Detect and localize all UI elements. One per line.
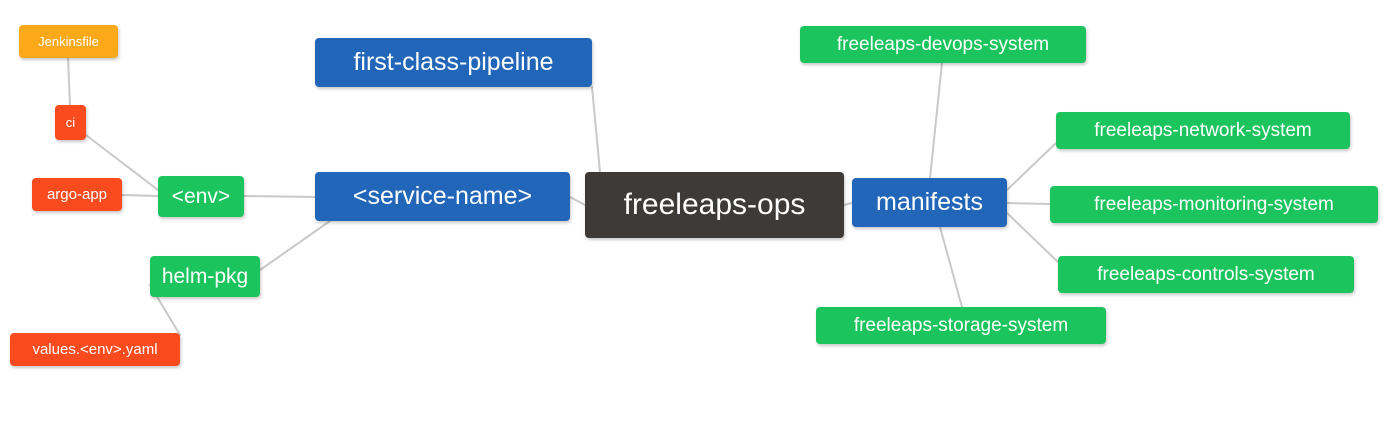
mindmap-node-svcname[interactable]: <service-name>	[315, 172, 570, 221]
mindmap-node-ci[interactable]: ci	[55, 105, 86, 140]
mindmap-node-argoapp[interactable]: argo-app	[32, 178, 122, 211]
mindmap-edge-ci-jenkins	[67, 57, 71, 106]
mindmap-node-label-fcp: first-class-pipeline	[353, 48, 554, 76]
mindmap-node-jenkins[interactable]: Jenkinsfile	[19, 25, 118, 58]
mindmap-node-label-svcname: <service-name>	[352, 182, 533, 210]
mindmap-node-label-root: freeleaps-ops	[623, 188, 806, 221]
mindmap-edge-manifests-storage	[939, 226, 963, 308]
mindmap-edge-root-svcname	[569, 196, 586, 206]
mindmap-edge-env-argoapp	[121, 194, 159, 197]
mindmap-node-monitoring[interactable]: freeleaps-monitoring-system	[1050, 186, 1378, 223]
mindmap-node-label-env: <env>	[171, 185, 231, 208]
mindmap-node-label-manifests: manifests	[876, 188, 983, 216]
mindmap-node-label-jenkins: Jenkinsfile	[38, 34, 99, 49]
mindmap-node-label-monitoring: freeleaps-monitoring-system	[1094, 194, 1334, 215]
mindmap-node-controls[interactable]: freeleaps-controls-system	[1058, 256, 1354, 293]
mindmap-node-label-network: freeleaps-network-system	[1094, 120, 1312, 141]
mindmap-node-label-helmpkg: helm-pkg	[161, 265, 249, 288]
mindmap-node-label-storage: freeleaps-storage-system	[853, 315, 1069, 336]
mindmap-node-fcp[interactable]: first-class-pipeline	[315, 38, 592, 87]
mindmap-node-valuesyaml[interactable]: values.<env>.yaml	[10, 333, 180, 366]
mindmap-edge-root-manifests	[843, 202, 853, 206]
mindmap-node-network[interactable]: freeleaps-network-system	[1056, 112, 1350, 149]
mindmap-node-label-ci: ci	[65, 115, 76, 130]
mindmap-edge-manifests-devops	[929, 62, 943, 179]
mindmap-edge-manifests-monitoring	[1006, 202, 1051, 205]
mindmap-edge-svcname-env	[243, 195, 316, 198]
mindmap-node-root[interactable]: freeleaps-ops	[585, 172, 844, 238]
mindmap-edge-svcname-helmpkg	[259, 220, 331, 271]
mindmap-node-helmpkg[interactable]: helm-pkg	[150, 256, 260, 297]
mindmap-edge-root-fcp	[591, 86, 601, 173]
mindmap-node-manifests[interactable]: manifests	[852, 178, 1007, 227]
mindmap-node-label-controls: freeleaps-controls-system	[1097, 264, 1315, 285]
mindmap-node-devops[interactable]: freeleaps-devops-system	[800, 26, 1086, 63]
mindmap-edge-manifests-network	[1006, 142, 1057, 191]
mindmap-node-storage[interactable]: freeleaps-storage-system	[816, 307, 1106, 344]
mindmap-node-label-valuesyaml: values.<env>.yaml	[32, 341, 158, 358]
mindmap-node-env[interactable]: <env>	[158, 176, 244, 217]
mindmap-node-label-argoapp: argo-app	[46, 186, 108, 203]
mindmap-node-label-devops: freeleaps-devops-system	[836, 34, 1050, 55]
